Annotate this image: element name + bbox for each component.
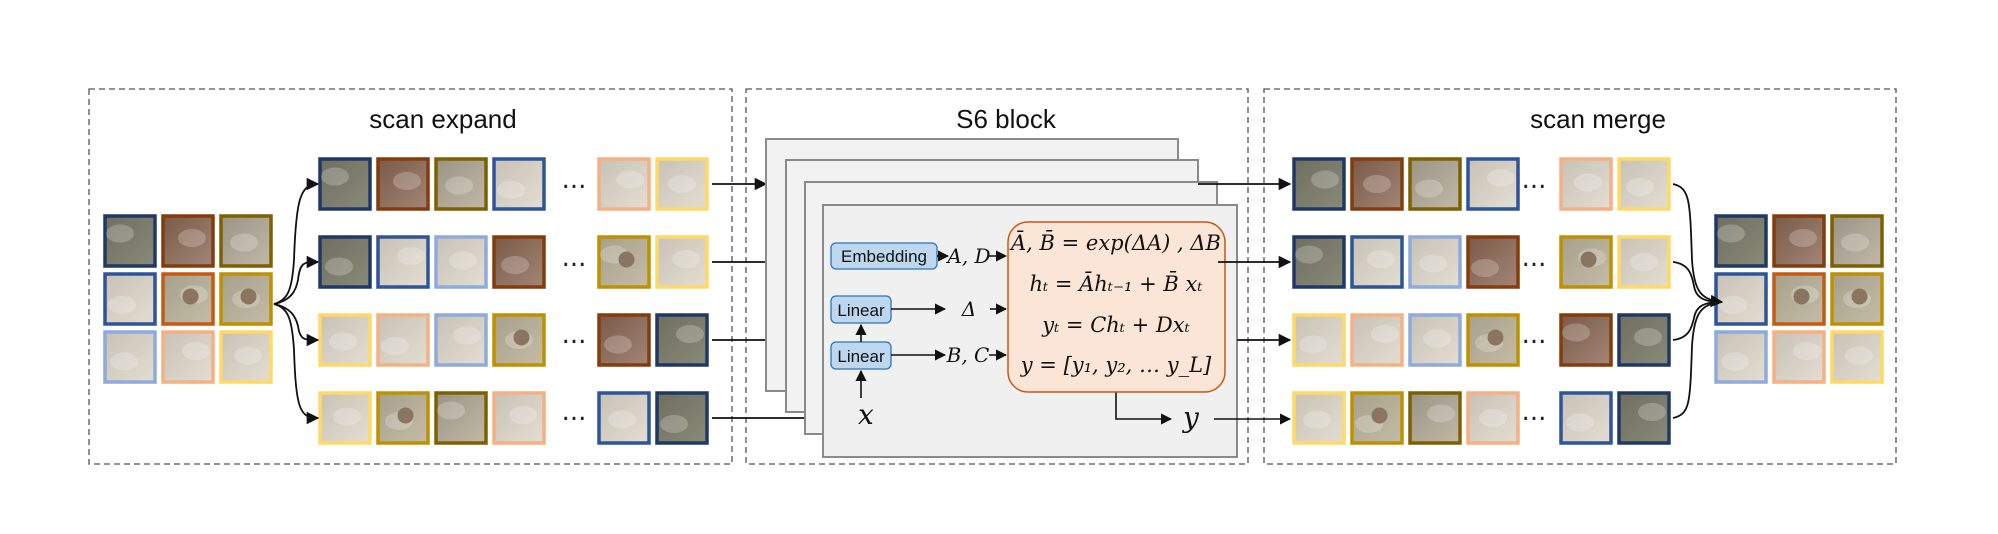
- image-patch: [1617, 235, 1671, 289]
- ellipsis-expand-4: ...: [562, 397, 587, 427]
- image-patch: [1772, 330, 1826, 384]
- image-patch: [1292, 235, 1346, 289]
- ellipsis-merge-4: ...: [1522, 397, 1547, 427]
- image-patch: [1559, 235, 1613, 289]
- image-patch: [434, 313, 488, 367]
- image-patch: [318, 235, 372, 289]
- scan-expand-frame: [88, 88, 733, 465]
- image-patch: [1772, 214, 1826, 268]
- embedding-label: Embedding: [841, 247, 927, 266]
- image-patch: [1408, 235, 1462, 289]
- image-patch: [318, 313, 372, 367]
- linear-label-delta: Linear: [837, 301, 885, 320]
- scan-expand-title: scan expand: [369, 104, 516, 134]
- image-patch: [1772, 272, 1826, 326]
- ellipsis-expand-3: ...: [562, 320, 587, 350]
- image-patch: [1714, 272, 1768, 326]
- image-patch: [103, 272, 157, 326]
- image-patch: [161, 214, 215, 268]
- expand-branch-arrows: [273, 177, 320, 425]
- image-patch: [1466, 313, 1520, 367]
- scan-merge-title: scan merge: [1530, 104, 1666, 134]
- image-patch: [1617, 313, 1671, 367]
- image-patch: [1408, 157, 1462, 211]
- image-patch: [219, 330, 273, 384]
- image-patch: [1408, 391, 1462, 445]
- ssm-equation-box: [1007, 221, 1226, 393]
- image-patch: [597, 313, 651, 367]
- image-patch: [492, 235, 546, 289]
- image-patch: [1714, 214, 1768, 268]
- image-patch: [492, 157, 546, 211]
- s6-block-frame: [745, 88, 1249, 465]
- image-patch: [219, 272, 273, 326]
- image-patch: [492, 391, 546, 445]
- image-patch: [1617, 391, 1671, 445]
- image-patch: [1350, 235, 1404, 289]
- image-patch: [1830, 214, 1884, 268]
- ellipsis-expand-1: ...: [562, 165, 587, 195]
- image-patch: [103, 214, 157, 268]
- image-patch: [1350, 313, 1404, 367]
- image-patch: [1466, 157, 1520, 211]
- equation-discretization: Ā, B̄ = exp(ΔA) , ΔB: [1009, 230, 1221, 255]
- image-patch: [1559, 313, 1613, 367]
- image-patch: [492, 313, 546, 367]
- equation-sequence: y = [y₁, y₂, … y_L]: [1020, 353, 1212, 377]
- s6-internal-arrows: [855, 250, 1292, 425]
- label-A-D: A, D: [945, 244, 990, 268]
- image-patch: [1714, 330, 1768, 384]
- s6-output-arrows: [1198, 177, 1292, 347]
- s6-block-title: S6 block: [956, 104, 1057, 134]
- image-patch: [1292, 391, 1346, 445]
- image-patch: [1350, 391, 1404, 445]
- image-patch: [1617, 157, 1671, 211]
- image-patch: [597, 391, 651, 445]
- input-x-symbol: x: [858, 398, 874, 431]
- image-patch: [1408, 313, 1462, 367]
- image-patch: [1830, 330, 1884, 384]
- equation-state-update: hₜ = Āhₜ₋₁ + B̄ xₜ: [1029, 271, 1202, 296]
- image-patch: [1292, 157, 1346, 211]
- ellipsis-merge-1: ...: [1522, 165, 1547, 195]
- image-patch: [376, 157, 430, 211]
- merge-converge-arrows: [1672, 183, 1724, 419]
- image-patch: [1466, 391, 1520, 445]
- image-patch: [434, 391, 488, 445]
- image-patch: [655, 313, 709, 367]
- scan-merge-frame: [1263, 88, 1897, 465]
- output-y-symbol: y: [1181, 401, 1200, 434]
- image-patch: [597, 157, 651, 211]
- ellipsis-merge-2: ...: [1522, 243, 1547, 273]
- image-patch: [318, 157, 372, 211]
- equation-output: yₜ = Chₜ + Dxₜ: [1041, 313, 1190, 337]
- image-patch: [434, 157, 488, 211]
- image-patch: [1466, 235, 1520, 289]
- image-patch: [1559, 157, 1613, 211]
- linear-label-bc: Linear: [837, 347, 885, 366]
- image-patch: [1830, 272, 1884, 326]
- image-patch: [434, 235, 488, 289]
- image-patch: [655, 157, 709, 211]
- image-patch: [376, 235, 430, 289]
- image-patch: [219, 214, 273, 268]
- ellipsis-merge-3: ...: [1522, 320, 1547, 350]
- image-patch: [161, 330, 215, 384]
- image-patch: [655, 391, 709, 445]
- image-patch: [318, 391, 372, 445]
- image-patch: [376, 391, 430, 445]
- image-patch: [1559, 391, 1613, 445]
- image-patch: [1292, 313, 1346, 367]
- image-patches: [103, 157, 1884, 445]
- image-patch: [103, 330, 157, 384]
- image-patch: [376, 313, 430, 367]
- ellipsis-expand-2: ...: [562, 243, 587, 273]
- image-patch: [655, 235, 709, 289]
- image-patch: [161, 272, 215, 326]
- label-delta: Δ: [961, 297, 976, 321]
- label-B-C: B, C: [946, 343, 990, 367]
- image-patch: [1350, 157, 1404, 211]
- image-patch: [597, 235, 651, 289]
